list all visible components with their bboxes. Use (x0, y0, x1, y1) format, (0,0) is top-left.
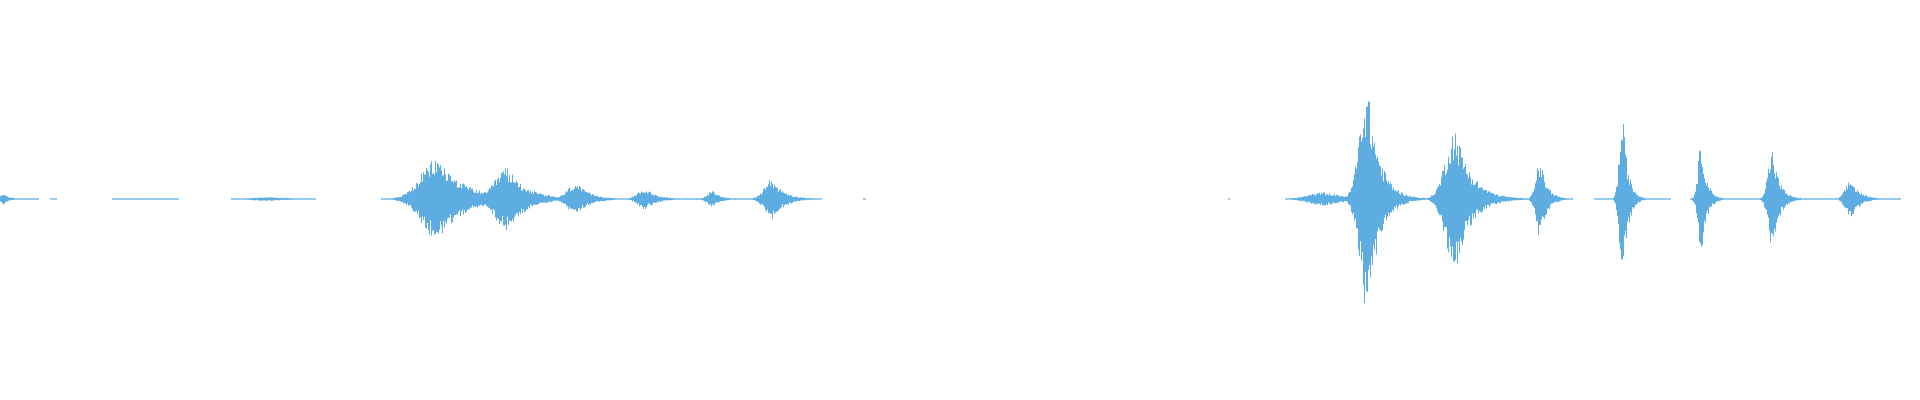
waveform-path (0, 101, 1901, 303)
waveform-samples (0, 101, 1901, 303)
